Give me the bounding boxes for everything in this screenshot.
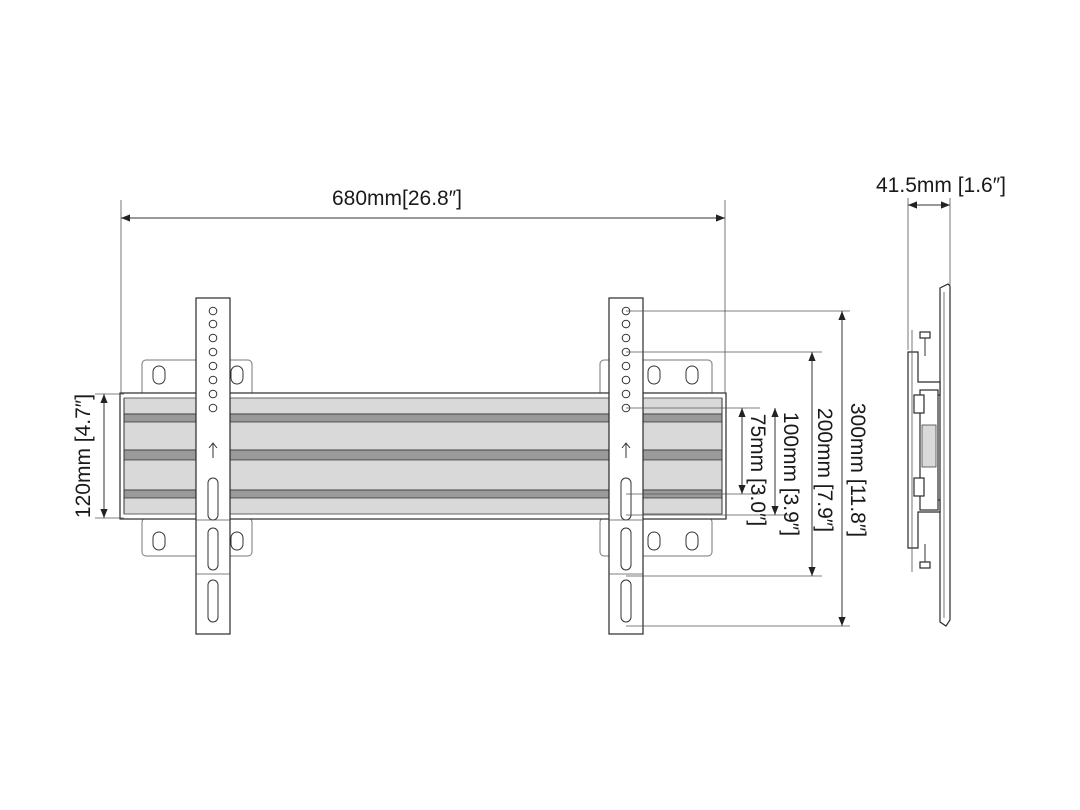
overall-width-label: 680mm[26.8″] (332, 187, 462, 210)
vesa-300-label: 300mm [11.8″] (846, 403, 869, 537)
arrow-up-icon (208, 442, 218, 458)
dimension-arrows (100, 214, 846, 626)
rail-height-label: 120mm [4.7″] (72, 394, 95, 518)
arrow-up-icon (621, 442, 631, 458)
vertical-arm-right (608, 297, 644, 635)
front-view: 680mm[26.8″] 120mm [4.7″] 300mm [11.8″] … (72, 187, 869, 635)
screw-bottom (919, 544, 931, 569)
screw-top (919, 331, 931, 356)
vesa-100-label: 100mm [3.9″] (779, 412, 802, 536)
depth-label: 41.5mm [1.6″] (876, 174, 1006, 197)
extension-lines (95, 200, 850, 627)
vertical-arm-left (195, 297, 231, 635)
side-view: 41.5mm [1.6″] (876, 174, 1006, 627)
vesa-75-label: 75mm [3.0″] (746, 414, 769, 526)
vesa-200-label: 200mm [7.9″] (813, 408, 836, 532)
